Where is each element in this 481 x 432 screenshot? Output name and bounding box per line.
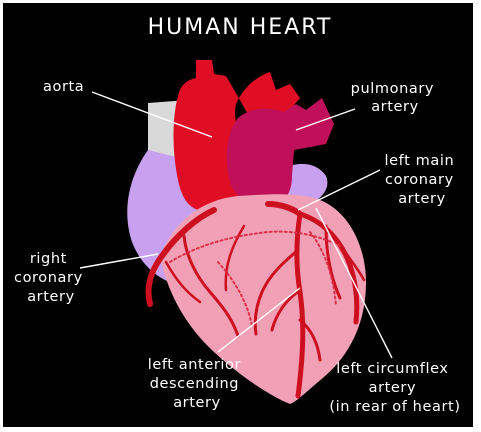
label-pulmonary-artery: pulmonary artery xyxy=(351,81,440,115)
label-left-anterior-descending-artery: left anterior descending artery xyxy=(148,357,247,411)
label-lad-line-1: left anterior xyxy=(148,357,241,373)
label-left-main-line-2: coronary xyxy=(385,172,454,188)
label-right-coronary-line-3: artery xyxy=(27,289,75,305)
label-circumflex-line-1: left circumflex xyxy=(336,361,448,377)
label-lad-line-3: artery xyxy=(173,395,221,411)
label-left-main-line-3: artery xyxy=(398,191,446,207)
label-left-main-coronary-artery: left main coronary artery xyxy=(385,153,460,207)
label-left-main-line-1: left main xyxy=(385,153,455,169)
label-aorta-line: aorta xyxy=(43,79,84,95)
label-circumflex-line-2: artery xyxy=(369,380,417,396)
label-right-coronary-line-1: right xyxy=(30,251,67,267)
label-lad-line-2: descending xyxy=(150,376,239,392)
label-pulmonary-artery-line-1: pulmonary xyxy=(351,81,434,97)
label-circumflex-line-3: (in rear of heart) xyxy=(329,399,460,415)
diagram-title: HUMAN HEART xyxy=(148,15,333,40)
label-right-coronary-line-2: coronary xyxy=(14,270,83,286)
label-pulmonary-artery-line-2: artery xyxy=(371,99,419,115)
label-right-coronary-artery: right coronary artery xyxy=(14,251,88,305)
label-aorta: aorta xyxy=(43,79,84,95)
label-left-circumflex-artery: left circumflex artery (in rear of heart… xyxy=(329,361,460,415)
